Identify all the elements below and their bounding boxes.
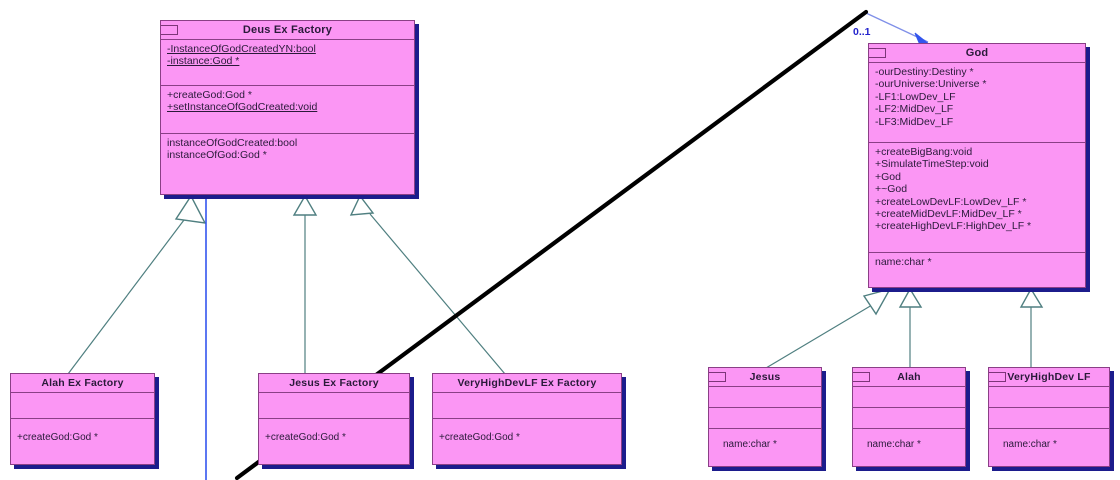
operations-compartment: +createGod:God *: [433, 419, 621, 464]
extra-row: name:char *: [1003, 439, 1057, 450]
operations-compartment: +createBigBang:void +SimulateTimeStep:vo…: [869, 143, 1085, 253]
operation-row: +createGod:God *: [17, 432, 98, 443]
attributes-compartment: [989, 387, 1109, 408]
attributes-compartment: [709, 387, 821, 408]
generalization-jesus-ex-factory: [292, 194, 318, 374]
operations-compartment: [989, 408, 1109, 429]
operations-compartment: [709, 408, 821, 429]
class-box-alah[interactable]: Alah name:char *: [852, 367, 966, 467]
extra-compartment: name:char *: [853, 429, 965, 467]
operation-row: +createBigBang:void: [875, 146, 973, 158]
attribute-row: -LF2:MidDev_LF: [875, 103, 954, 116]
class-box-veryhighdevlf-ex-factory[interactable]: VeryHighDevLF Ex Factory +createGod:God …: [432, 373, 622, 465]
class-box-god[interactable]: God -ourDestiny:Destiny * -ourUniverse:U…: [868, 43, 1086, 288]
class-name-jesus-ex-factory: Jesus Ex Factory: [259, 374, 409, 393]
attributes-compartment: [433, 393, 621, 419]
operation-row: +SimulateTimeStep:void: [875, 158, 989, 171]
operation-row: +createMidDevLF:MidDev_LF *: [875, 207, 1022, 220]
extra-row: name:char *: [867, 439, 921, 450]
class-name-god: God: [869, 44, 1085, 63]
attribute-row: -ourUniverse:Universe *: [875, 78, 987, 91]
extra-compartment: name:char *: [989, 429, 1109, 467]
operations-compartment: +createGod:God * +setInstanceOfGodCreate…: [161, 86, 414, 134]
operation-row: +createGod:God *: [439, 432, 520, 443]
class-name-jesus: Jesus: [709, 368, 821, 387]
attributes-compartment: [259, 393, 409, 419]
class-box-jesus[interactable]: Jesus name:char *: [708, 367, 822, 467]
attributes-compartment: -InstanceOfGodCreatedYN:bool -instance:G…: [161, 40, 414, 86]
attribute-row: -LF1:LowDev_LF: [875, 90, 956, 103]
class-name-veryhighdevlf-ex-factory: VeryHighDevLF Ex Factory: [433, 374, 621, 393]
extra-row: name:char *: [723, 439, 777, 450]
operation-row: +createGod:God *: [167, 89, 252, 101]
extra-compartment: name:char *: [869, 253, 1085, 275]
association-deus-ex-factory-to-god: [205, 12, 932, 480]
operations-compartment: +createGod:God *: [11, 419, 154, 464]
generalization-veryhighdev-lf: [1019, 287, 1044, 368]
operations-compartment: +createGod:God *: [259, 419, 409, 464]
operation-row: +createGod:God *: [265, 432, 346, 443]
extra-compartment: instanceOfGodCreated:bool instanceOfGod:…: [161, 134, 414, 176]
extra-compartment: name:char *: [709, 429, 821, 467]
operation-row: +createLowDevLF:LowDev_LF *: [875, 195, 1027, 208]
class-box-jesus-ex-factory[interactable]: Jesus Ex Factory +createGod:God *: [258, 373, 410, 465]
operation-row: +~God: [875, 183, 908, 196]
operation-row: +createHighDevLF:HighDev_LF *: [875, 220, 1032, 233]
class-name-veryhighdev-lf: VeryHighDev LF: [989, 368, 1109, 387]
attributes-compartment: -ourDestiny:Destiny * -ourUniverse:Unive…: [869, 63, 1085, 143]
extra-row: instanceOfGod:God *: [167, 149, 267, 162]
class-box-veryhighdev-lf[interactable]: VeryHighDev LF name:char *: [988, 367, 1110, 467]
operation-row: +God: [875, 170, 901, 183]
class-name-alah-ex-factory: Alah Ex Factory: [11, 374, 154, 393]
association-multiplicity-label: 0..1: [853, 26, 871, 38]
generalization-alah: [898, 287, 923, 368]
generalization-veryhighdevlf-ex-factory: [349, 194, 506, 375]
extra-row: instanceOfGodCreated:bool: [167, 137, 298, 149]
extra-row: name:char *: [875, 256, 932, 268]
attribute-row: -ourDestiny:Destiny *: [875, 66, 974, 78]
class-name-deus-ex-factory: Deus Ex Factory: [161, 21, 414, 40]
class-name-alah: Alah: [853, 368, 965, 387]
attribute-row: -instance:God *: [167, 55, 240, 68]
class-box-deus-ex-factory[interactable]: Deus Ex Factory -InstanceOfGodCreatedYN:…: [160, 20, 415, 195]
operation-row: +setInstanceOfGodCreated:void: [167, 101, 318, 114]
class-box-alah-ex-factory[interactable]: Alah Ex Factory +createGod:God *: [10, 373, 155, 465]
generalization-alah-ex-factory: [67, 194, 207, 375]
generalization-jesus: [765, 287, 892, 369]
attribute-row: -InstanceOfGodCreatedYN:bool: [167, 43, 316, 55]
attributes-compartment: [853, 387, 965, 408]
attribute-row: -LF3:MidDev_LF: [875, 115, 954, 128]
operations-compartment: [853, 408, 965, 429]
attributes-compartment: [11, 393, 154, 419]
